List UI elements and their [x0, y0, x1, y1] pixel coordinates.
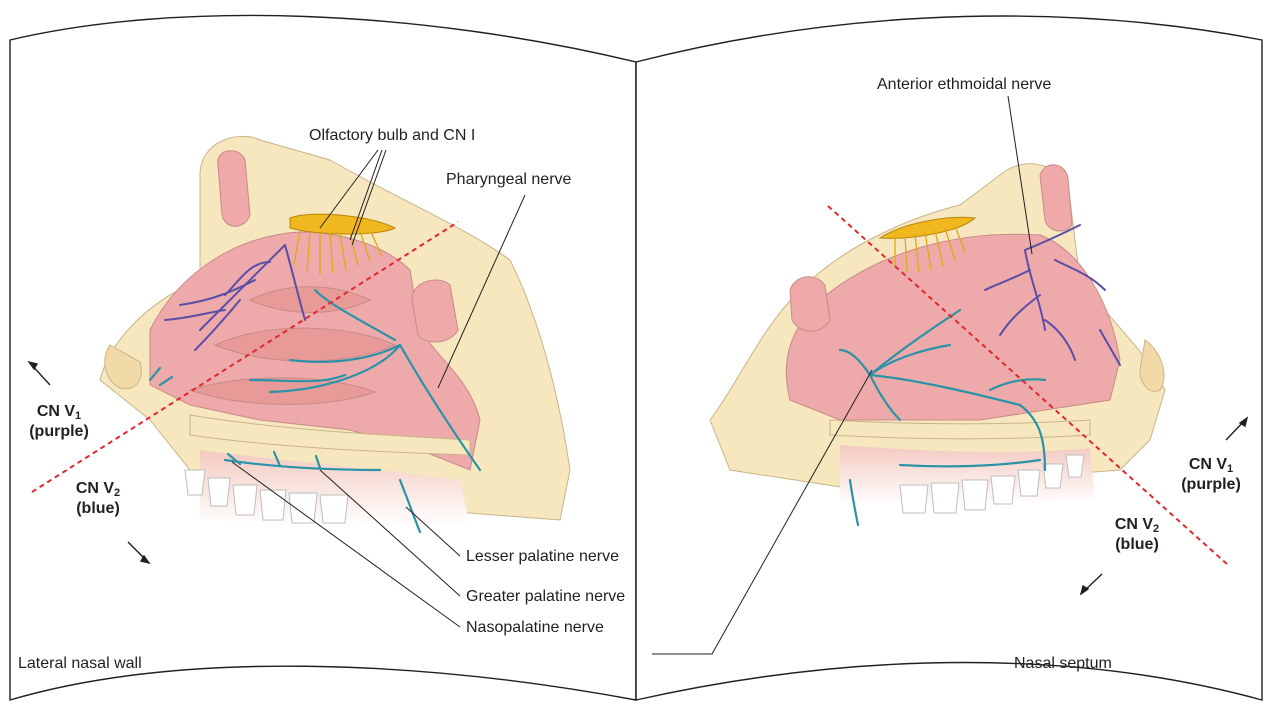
- right-v1-color: (purple): [1181, 476, 1241, 493]
- anterior-ethmoidal-label: Anterior ethmoidal nerve: [877, 77, 1051, 93]
- left-v2-main: CN V: [76, 480, 114, 497]
- left-v1-color: (purple): [29, 423, 89, 440]
- left-sphenoid-sinus: [412, 280, 458, 342]
- pharyngeal-label: Pharyngeal nerve: [446, 172, 571, 188]
- right-v1-sub: 1: [1227, 463, 1233, 475]
- left-frontal-sinus: [218, 151, 250, 227]
- right-v2-sub: 2: [1153, 523, 1159, 535]
- left-v2-color: (blue): [76, 500, 120, 517]
- nasopalatine-label: Nasopalatine nerve: [466, 620, 604, 636]
- right-v2-color: (blue): [1115, 536, 1159, 553]
- right-v1-main: CN V: [1189, 456, 1227, 473]
- left-v2-sub: 2: [114, 487, 120, 499]
- left-v1-sub: 1: [75, 410, 81, 422]
- right-sphenoid-sinus: [790, 277, 830, 331]
- left-caption: Lateral nasal wall: [18, 656, 142, 672]
- left-v1-label: CN V1 (purple): [19, 403, 99, 441]
- olfactory-label: Olfactory bulb and CN I: [309, 128, 475, 144]
- right-v1-label: CN V1 (purple): [1166, 456, 1256, 494]
- right-frontal-sinus: [1040, 165, 1072, 231]
- left-v1-main: CN V: [37, 403, 75, 420]
- left-v2-label: CN V2 (blue): [58, 480, 138, 518]
- right-v2-label: CN V2 (blue): [1097, 516, 1177, 554]
- greater-palatine-label: Greater palatine nerve: [466, 589, 625, 605]
- lesser-palatine-label: Lesser palatine nerve: [466, 549, 619, 565]
- right-caption: Nasal septum: [1014, 656, 1112, 672]
- right-v2-main: CN V: [1115, 516, 1153, 533]
